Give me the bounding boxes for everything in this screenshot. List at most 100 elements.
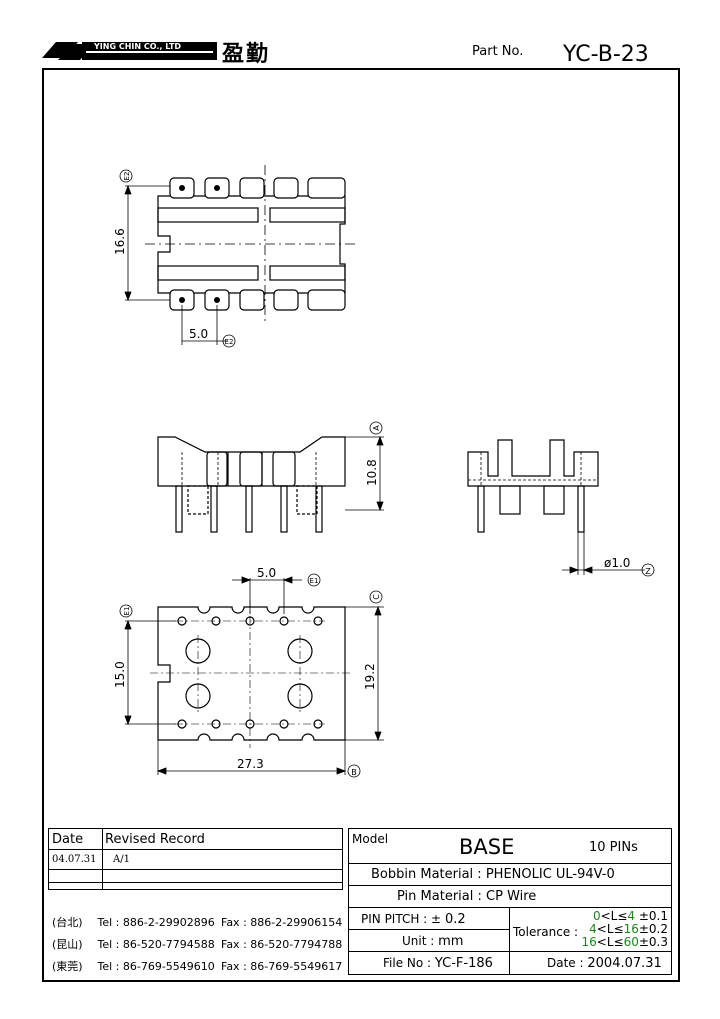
tolerance-lo: 0 [592, 909, 601, 923]
bobbin-material-label: Bobbin Material : [371, 867, 482, 882]
pin-pitch: PIN PITCH : ± 0.2 [361, 912, 466, 927]
pin-material: Pin Material : CP Wire [397, 889, 536, 904]
front-view-pins [175, 485, 323, 533]
contact-tel: Tel : 886-2-29902896 [97, 916, 215, 929]
ref-a: A [369, 421, 383, 435]
tolerance-label: Tolerance : [513, 925, 579, 939]
model-label: Model [352, 832, 389, 846]
tolerance-hi: 60 [623, 935, 639, 949]
tolerance-mid: <L≤ [596, 922, 624, 936]
pin-count: 10 PINs [589, 840, 638, 855]
bottom-view-outline [157, 606, 346, 741]
file-no: File No : YC-F-186 [383, 956, 493, 971]
tolerance-values: 0<L≤4 ±0.1 4<L≤16±0.2 16<L≤60±0.3 [582, 910, 669, 949]
logo-mark-icon [42, 42, 217, 60]
contact-city: (台北) [52, 916, 83, 929]
top-view-dimension [124, 184, 228, 345]
revision-row-date: 04.07.31 [52, 854, 97, 865]
bobbin-material-value: PHENOLIC UL-94V-0 [485, 867, 615, 882]
contact-row: (東莞) Tel : 86-769-5549610 Fax : 86-769-5… [52, 958, 344, 980]
ref-z-label: Z [645, 567, 651, 576]
ref-e2-top: E2 [119, 169, 133, 183]
top-view-centerlines [145, 165, 358, 325]
tolerance-mid: <L≤ [596, 935, 624, 949]
tolerance-hi: 16 [623, 922, 639, 936]
tolerance-tol: ±0.1 [638, 909, 668, 923]
bottom-view-centerlines [150, 600, 352, 748]
bottom-view-dim-height: 15.0 [113, 661, 127, 688]
contact-row: (台北) Tel : 886-2-29902896 Fax : 886-2-29… [52, 914, 344, 936]
ref-e2-bottom-label: E2 [225, 338, 234, 346]
contact-fax: Fax : 86-769-5549617 [221, 960, 343, 973]
tolerance-row: 0<L≤4 ±0.1 [582, 909, 668, 923]
top-view-pin-holes [179, 185, 220, 303]
side-view: ø1.0 Z [467, 439, 655, 577]
ref-e1-left-label: E1 [123, 607, 131, 616]
front-view-dimension [345, 435, 384, 512]
technical-drawing: 16.6 5.0 E2 E2 [113, 165, 655, 778]
doc-date-label: Date : [547, 956, 584, 970]
ref-b-label: B [351, 768, 357, 777]
spec-table: Model BASE 10 PINs Bobbin Material : PHE… [348, 828, 672, 975]
unit-value: mm [438, 934, 464, 949]
model-value: BASE [459, 835, 515, 859]
tolerance-lo: 4 [589, 922, 597, 936]
tolerance-mid: <L≤ [600, 909, 628, 923]
bobbin-material: Bobbin Material : PHENOLIC UL-94V-0 [371, 867, 615, 882]
bottom-view-dim-outer-height: 19.2 [363, 663, 377, 690]
unit-label: Unit : [402, 934, 435, 948]
company-name-en: YING CHIN CO., LTD [94, 42, 182, 51]
bottom-view-dim-pitch: 5.0 [257, 566, 276, 580]
revision-col-date: Date [52, 832, 84, 847]
part-no: YC-B-23 [563, 42, 649, 67]
front-view-posts [206, 451, 296, 487]
contact-fax: Fax : 86-520-7794788 [221, 938, 343, 951]
top-view-pads [169, 177, 346, 311]
doc-date: Date : 2004.07.31 [547, 956, 662, 971]
contacts: (台北) Tel : 886-2-29902896 Fax : 886-2-29… [52, 914, 344, 980]
top-view-dim-pitch: 5.0 [189, 327, 208, 341]
ref-c-label: C [372, 594, 381, 600]
front-view: 10.8 A [157, 421, 384, 533]
drawing-frame [42, 68, 680, 982]
ref-e1-left: E1 [119, 604, 133, 618]
contact-city: (昆山) [52, 938, 83, 951]
ref-e2-top-label: E2 [123, 172, 131, 181]
ref-a-label: A [372, 425, 381, 431]
pin-material-value: CP Wire [486, 889, 537, 904]
bottom-view-dimensions [124, 576, 384, 775]
side-view-dimension [562, 532, 645, 575]
side-view-dim-pin-dia: ø1.0 [604, 556, 630, 570]
contact-tel: Tel : 86-520-7794588 [97, 938, 215, 951]
pin-pitch-value: 0.2 [444, 912, 466, 927]
company-logo: YING CHIN CO., LTD [42, 38, 217, 62]
ref-e2-bottom: E2 [222, 334, 236, 348]
revision-col-record: Revised Record [105, 832, 205, 847]
contact-fax: Fax : 886-2-29906154 [221, 916, 343, 929]
tolerance-tol: ±0.3 [638, 935, 668, 949]
doc-date-value: 2004.07.31 [587, 956, 662, 971]
ref-c: C [369, 590, 383, 604]
front-view-dim-height: 10.8 [365, 459, 379, 486]
contact-tel: Tel : 86-769-5549610 [97, 960, 215, 973]
front-view-body [157, 436, 346, 487]
tolerance-hi: 4 [627, 909, 636, 923]
unit: Unit : mm [402, 934, 463, 949]
ref-z: Z [641, 563, 655, 577]
bottom-view-dim-width: 27.3 [237, 757, 264, 771]
bottom-view-large-holes [185, 638, 313, 709]
ref-b: B [347, 764, 361, 778]
tolerance-row: 4<L≤16±0.2 [582, 922, 668, 936]
tolerance-tol: ±0.2 [638, 922, 668, 936]
tolerance-lo: 16 [581, 935, 597, 949]
contact-city: (東莞) [52, 960, 83, 973]
top-view-outline [157, 195, 346, 294]
file-no-label: File No : [383, 956, 432, 970]
pin-material-label: Pin Material : [397, 889, 482, 904]
pin-pitch-label: PIN PITCH : ± [361, 912, 442, 926]
ref-e1-top: E1 [307, 573, 321, 587]
side-view-body [467, 439, 599, 487]
revision-row-record: A/1 [113, 854, 130, 865]
top-view-slots [157, 207, 346, 281]
file-no-value: YC-F-186 [434, 956, 493, 971]
